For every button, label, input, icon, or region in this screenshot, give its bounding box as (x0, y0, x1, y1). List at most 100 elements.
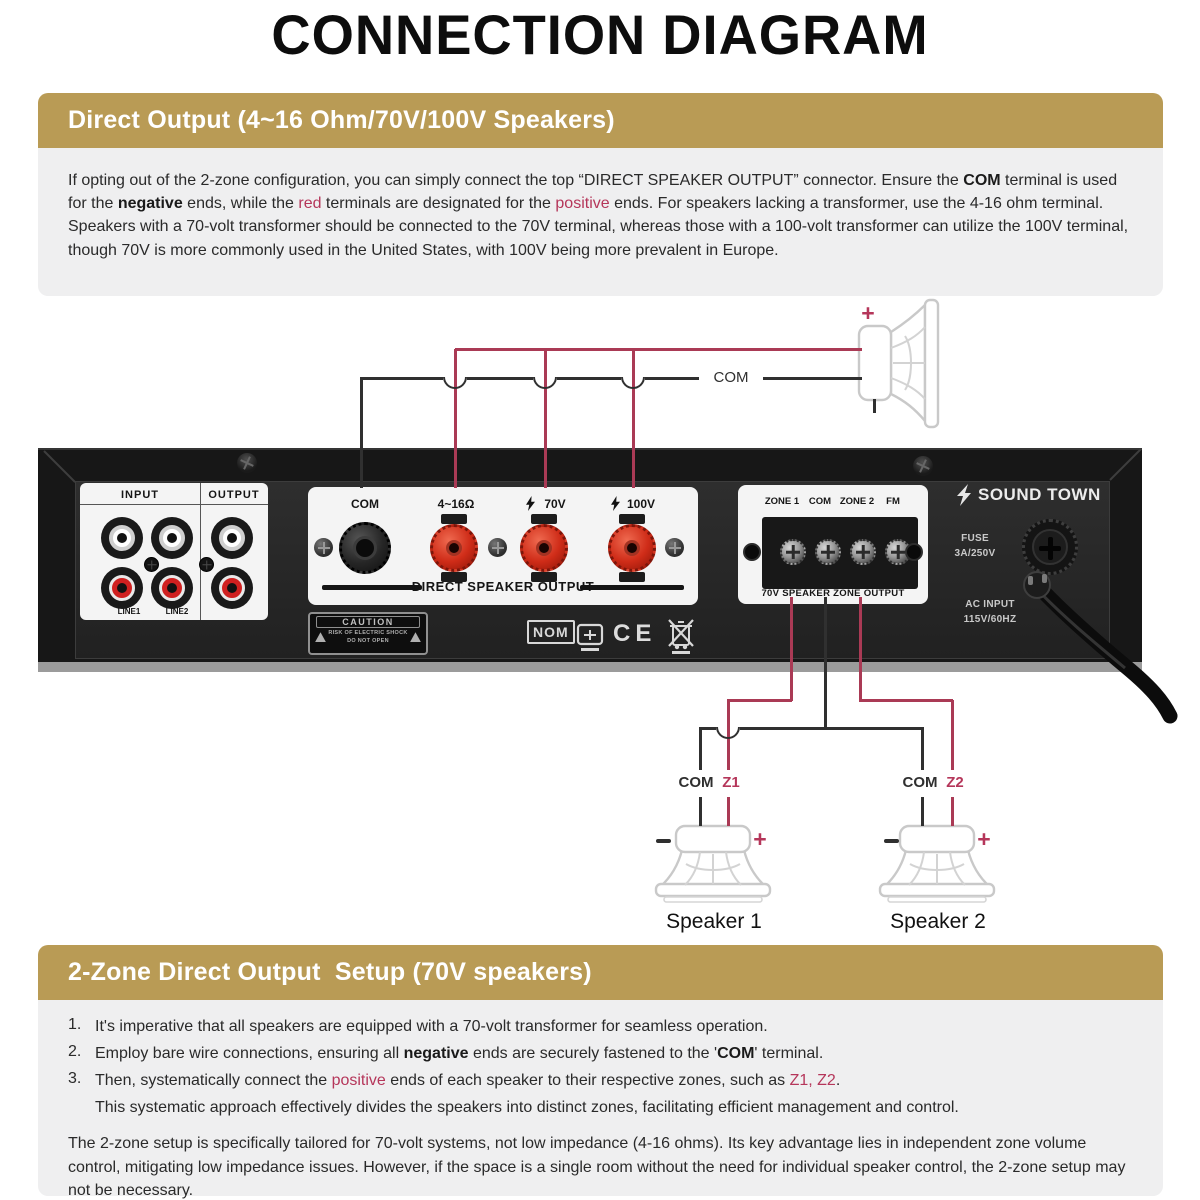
caution-label: CAUTION RISK OF ELECTRIC SHOCK DO NOT OP… (308, 612, 428, 655)
fuse-label-line2: 3A/250V (954, 547, 996, 559)
wire-z2-down-a (951, 700, 954, 770)
wire-com-top-seg1 (361, 377, 443, 380)
rca-jack-red (211, 567, 253, 609)
wire-z1-horizontal (727, 699, 792, 702)
direct-com-label: COM (351, 497, 379, 511)
wire-positive-70v (544, 349, 547, 488)
wire-com-top-vertical (360, 377, 363, 488)
list-text: Then, systematically connect the positiv… (95, 1072, 841, 1090)
terminal-screw-icon (780, 539, 806, 565)
z2-wire-label: Z2 (946, 774, 964, 791)
wire-com-left-b (699, 797, 702, 826)
zone-output-caption: 70V SPEAKER ZONE OUTPUT (761, 588, 905, 599)
rca-jack-red (151, 567, 193, 609)
section1-paragraph: If opting out of the 2-zone configuratio… (68, 172, 1129, 259)
list-text: This systematic approach effectively div… (95, 1099, 959, 1117)
100v-binding-post (608, 524, 656, 572)
wire-positive-top-horizontal (455, 348, 862, 351)
z1-wire-label: Z1 (722, 774, 740, 791)
sound-town-logo-icon (957, 484, 971, 506)
wire-positive-4-16ohm (454, 349, 457, 488)
output-label: OUTPUT (208, 489, 260, 501)
wire-hop-icon (443, 377, 467, 389)
list-number: 3. (68, 1070, 82, 1088)
direct-70v-label: 70V (544, 497, 566, 511)
wire-hop-icon (533, 377, 557, 389)
warning-triangle-icon (409, 632, 421, 643)
wire-com-top-seg2 (467, 377, 533, 380)
zone1-label: ZONE 1 (764, 496, 800, 507)
brand-name: SOUND TOWN (978, 485, 1101, 504)
panel-bottom-edge (38, 662, 1142, 672)
strip-mount-hole (743, 543, 761, 561)
section1-banner-title: Direct Output (4~16 Ohm/70V/100V Speaker… (68, 106, 615, 134)
list-text: Employ bare wire connections, ensuring a… (95, 1045, 824, 1063)
ce-mark: CE (613, 620, 657, 647)
panel-bevel-right (1109, 448, 1142, 481)
line2-label: LINE2 (165, 607, 189, 616)
strip-mount-hole (905, 543, 923, 561)
io-screw-icon (144, 557, 159, 572)
post-cap (531, 514, 557, 524)
top-speaker-minus-label (873, 399, 876, 413)
panel-screw-icon (314, 538, 333, 557)
speaker2-name: Speaker 2 (890, 910, 986, 933)
amplifier-rear-panel: INPUT OUTPUT LINE1 LINE2 COM 4~16Ω 70V 1… (38, 448, 1178, 724)
post-cap (441, 572, 467, 582)
rca-jack-white (211, 517, 253, 559)
wire-com-bottom-seg1 (699, 727, 716, 730)
ceiling-speaker-icon (654, 824, 772, 903)
list-text: It's imperative that all speakers are eq… (95, 1018, 768, 1035)
wire-com-from-panel (824, 597, 827, 729)
zone2-label: ZONE 2 (839, 496, 875, 507)
section1-banner: Direct Output (4~16 Ohm/70V/100V Speaker… (38, 93, 1163, 148)
post-cap (441, 514, 467, 524)
section2-paragraph: The 2-zone setup is specifically tailore… (68, 1135, 1126, 1199)
wire-z2-from-panel (859, 597, 862, 701)
list-number (68, 1097, 95, 1119)
com1-wire-label: COM (678, 774, 714, 791)
ac-label-line1: AC INPUT (965, 599, 1015, 610)
lightning-bolt-icon (526, 496, 535, 511)
zone-output-box: ZONE 1 COM ZONE 2 FM 70V SPEAKER ZONE OU… (738, 485, 928, 604)
wire-positive-100v (632, 349, 635, 488)
wire-z2-down-b (951, 797, 954, 826)
ohm-binding-post (430, 524, 478, 572)
caution-line1: RISK OF ELECTRIC SHOCK (328, 630, 408, 636)
fuse-holder (1022, 519, 1078, 575)
brand-logo: SOUND TOWN (955, 484, 1101, 506)
caution-text: RISK OF ELECTRIC SHOCK DO NOT OPEN (328, 629, 407, 646)
panel-screw-icon (909, 452, 937, 480)
io-screw-icon (199, 557, 214, 572)
caption-bar (322, 585, 422, 590)
post-cap (619, 572, 645, 582)
panel-screw-icon (665, 538, 684, 557)
speaker2-minus-label (884, 839, 899, 843)
panel-screw-icon (488, 538, 507, 557)
io-header-divider (80, 504, 268, 505)
wire-com-right-a (921, 727, 924, 770)
list-number: 2. (68, 1043, 82, 1061)
wire-com-left-a (699, 727, 702, 770)
zone-com-label: COM (808, 496, 832, 507)
caution-line2: DO NOT OPEN (347, 638, 389, 645)
caution-title: CAUTION (316, 616, 420, 628)
fuse-label-line1: FUSE (961, 533, 989, 544)
list-item: This systematic approach effectively div… (68, 1097, 1133, 1119)
direct-ohm-label: 4~16Ω (437, 497, 475, 511)
section2-banner-title: 2-Zone Direct Output Setup (70V speakers… (68, 958, 592, 986)
top-speaker-plus-label: + (861, 300, 875, 326)
post-cap (531, 572, 557, 582)
io-vertical-divider (200, 483, 201, 620)
ac-label-line2: 115V/60HZ (963, 613, 1017, 625)
com2-wire-label: COM (902, 774, 938, 791)
speaker1-minus-label (656, 839, 671, 843)
section2-banner: 2-Zone Direct Output Setup (70V speakers… (38, 945, 1163, 1000)
panel-bevel-left (43, 450, 76, 483)
direct-output-caption: DIRECT SPEAKER OUTPUT (411, 579, 595, 594)
speaker2-plus-label: + (977, 826, 991, 852)
appliance-cert-icon (576, 623, 604, 651)
wire-com-right-b (921, 797, 924, 826)
panel-top-highlight (38, 448, 1142, 450)
